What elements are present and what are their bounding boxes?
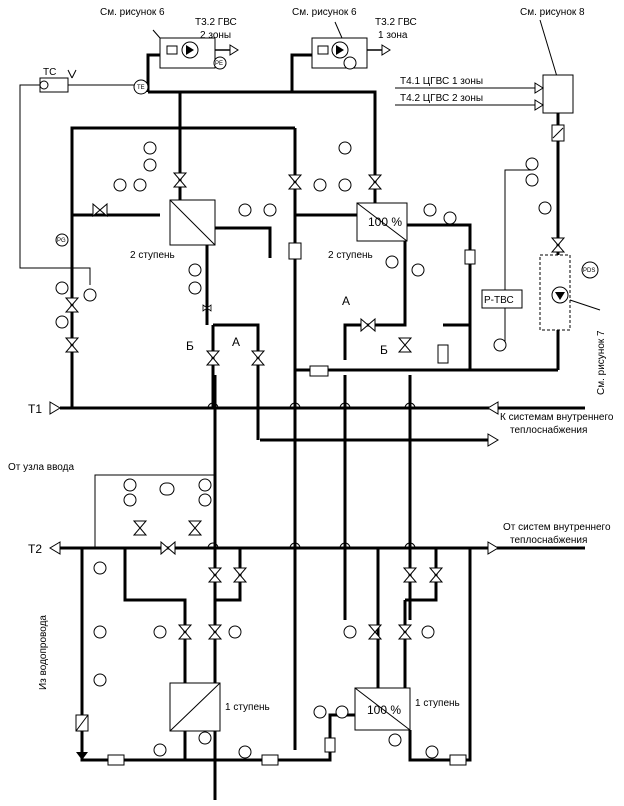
t1-supply-header (49, 401, 585, 415)
tc-label: ТС (43, 67, 56, 78)
label-b-left: Б (186, 339, 194, 353)
stage2-right-label: 2 ступень (328, 250, 373, 261)
t32-b: Т3.2 ГВС (375, 17, 417, 28)
from-internal-line2: теплоснабжения (510, 534, 587, 546)
t2-label: Т2 (28, 542, 42, 556)
from-internal-line1: От систем внутреннего (503, 522, 611, 533)
pipe-crossings (207, 402, 416, 549)
from-inlet-label: От узла ввода (8, 462, 74, 473)
to-internal-line1: К системам внутреннего (500, 412, 614, 423)
see-fig6-a: См. рисунок 6 (100, 7, 165, 18)
left-supply-riser (70, 126, 180, 408)
zones2-label: 2 зоны (200, 30, 231, 41)
see-fig6-b: См. рисунок 6 (292, 7, 357, 18)
pct-bottom-label: 100 % (367, 703, 401, 717)
heat-exchanger-stage1-left (169, 682, 221, 732)
pg-tag: PG (57, 238, 66, 244)
zone1-label: 1 зона (378, 30, 408, 41)
see-fig8: См. рисунок 8 (520, 7, 585, 18)
see-fig7: См. рисунок 7 (596, 330, 607, 395)
heat-exchanger-stage2-left (169, 199, 216, 246)
label-b-right: Б (380, 343, 388, 357)
t1-label: Т1 (28, 402, 42, 416)
to-internal-line2: теплоснабжения (510, 424, 587, 436)
p-tvs-label: Р-ТВС (484, 295, 514, 306)
pds-tag: PDS (583, 268, 595, 274)
t42-label: Т4.2 ЦГВС 2 зоны (400, 93, 483, 104)
stage1-right-label: 1 ступень (415, 698, 460, 709)
pump-group-zone2: PE (146, 29, 239, 92)
label-a-left: А (232, 335, 240, 349)
heat-exchanger-stage1-right (354, 687, 411, 731)
pe-tag: PE (215, 61, 223, 67)
stage2-left-label: 2 ступень (130, 250, 175, 261)
p-tvs-box (481, 289, 523, 309)
te-tag: TE (137, 85, 145, 91)
label-a-right: А (342, 294, 350, 308)
pump-group-zone1 (290, 21, 391, 92)
stage1-left-label: 1 ступень (225, 702, 270, 713)
heat-exchanger-stage2-right (356, 202, 408, 242)
t41-label: Т4.1 ЦГВС 1 зоны (400, 76, 483, 87)
fig8-block (542, 74, 574, 114)
from-water-label: Из водопровода (38, 615, 49, 690)
pct-top-label: 100 % (368, 215, 402, 229)
top-collector (148, 90, 377, 128)
te-sensor (133, 79, 149, 95)
t32-a: Т3.2 ГВС (195, 17, 237, 28)
